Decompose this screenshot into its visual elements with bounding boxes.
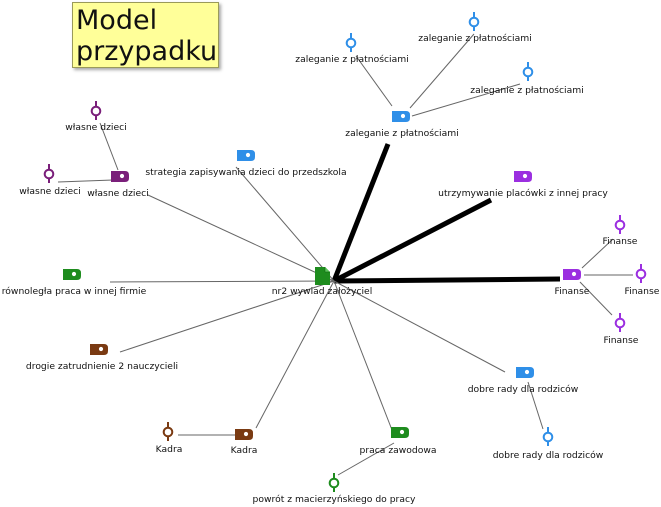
- code-label-kadra: Kadra: [231, 445, 258, 456]
- memo-pin-icon: [328, 477, 340, 489]
- link-drogie: [119, 280, 335, 353]
- link-finanse: [333, 276, 561, 284]
- memo-pin-icon: [162, 426, 174, 438]
- document-fold: [324, 267, 330, 273]
- memo-link-z2: [409, 33, 475, 109]
- memo-label-f1: Finanse: [603, 236, 638, 247]
- code-node-kadra[interactable]: [235, 429, 253, 440]
- link-zaleganie: [331, 143, 391, 282]
- code-tag-hole: [400, 113, 406, 119]
- edges-layer: [57, 33, 633, 476]
- code-label-rownolegla: równoległa praca w innej firmie: [2, 286, 147, 297]
- nodes-layer: nr2 wywiad założyciel zaleganie z płatnoś…: [2, 12, 660, 505]
- link-praca: [333, 280, 393, 431]
- code-node-rownolegla[interactable]: [63, 269, 81, 280]
- memo-node-f3[interactable]: [614, 313, 626, 332]
- memo-label-z3: zaleganie z płatnościami: [470, 85, 583, 96]
- code-label-wlasne: własne dzieci: [87, 188, 148, 199]
- memo-label-w1: własne dzieci: [65, 122, 126, 133]
- memo-pin-icon: [90, 105, 102, 117]
- memo-label-f3: Finanse: [604, 335, 639, 346]
- memo-pin-icon: [614, 219, 626, 231]
- code-tag-hole: [245, 152, 251, 158]
- memo-link-d1: [527, 381, 544, 430]
- memo-node-p1[interactable]: [328, 473, 340, 492]
- code-label-dobre: dobre rady dla rodziców: [468, 384, 579, 395]
- memo-node-f2[interactable]: [635, 264, 647, 283]
- link-wlasne: [147, 194, 335, 282]
- memo-pin-icon: [542, 431, 554, 443]
- diagram-title: Model przypadku: [72, 2, 219, 68]
- memo-label-d1: dobre rady dla rodziców: [493, 450, 604, 461]
- link-kadra: [255, 280, 335, 429]
- code-tag-hole: [119, 173, 125, 179]
- document-label: nr2 wywiad założyciel: [272, 286, 373, 297]
- title-line-1: Model: [76, 5, 158, 36]
- code-label-praca: praca zawodowa: [359, 445, 436, 456]
- code-label-finanse: Finanse: [555, 286, 590, 297]
- code-tag-hole: [522, 173, 528, 179]
- memo-link-p1: [337, 442, 395, 476]
- code-label-strategia: strategia zapisywania dzieci do przedszk…: [145, 167, 346, 178]
- document-icon: [315, 267, 330, 285]
- code-node-dobre[interactable]: [516, 367, 534, 378]
- memo-node-z3[interactable]: [522, 62, 534, 81]
- memo-node-d1[interactable]: [542, 427, 554, 446]
- code-node-drogie[interactable]: [90, 344, 108, 355]
- code-tag-hole: [71, 271, 77, 277]
- memo-label-k1: Kadra: [156, 444, 183, 455]
- memo-pin-icon: [468, 16, 480, 28]
- code-node-zaleganie[interactable]: [392, 111, 410, 122]
- memo-node-w2[interactable]: [43, 164, 55, 183]
- code-tag-hole: [243, 431, 249, 437]
- memo-node-f1[interactable]: [614, 215, 626, 234]
- memo-pin-icon: [522, 66, 534, 78]
- link-dobre: [333, 280, 506, 373]
- link-utrzymywanie: [332, 197, 493, 284]
- memo-pin-icon: [635, 268, 647, 280]
- memo-label-f2: Finanse: [625, 286, 660, 297]
- code-tag-hole: [571, 271, 577, 277]
- memo-node-k1[interactable]: [162, 422, 174, 441]
- code-node-finanse[interactable]: [563, 269, 581, 280]
- link-strategia: [235, 166, 335, 282]
- memo-label-p1: powrót z macierzyńskiego do pracy: [253, 494, 416, 505]
- code-tag-hole: [399, 429, 405, 435]
- memo-label-z2: zaleganie z płatnościami: [418, 33, 531, 44]
- memo-node-z1[interactable]: [345, 33, 357, 52]
- code-node-utrzymywanie[interactable]: [514, 171, 532, 182]
- code-node-strategia[interactable]: [237, 150, 255, 161]
- code-tag-hole: [98, 346, 104, 352]
- code-node-wlasne[interactable]: [111, 171, 129, 182]
- code-label-utrzymywanie: utrzymywanie placówki z innej pracy: [438, 188, 608, 199]
- memo-label-z1: zaleganie z płatnościami: [295, 54, 408, 65]
- memo-link-f3: [579, 281, 613, 316]
- memo-node-z2[interactable]: [468, 12, 480, 31]
- memo-link-w2: [57, 179, 114, 183]
- code-label-drogie: drogie zatrudnienie 2 nauczycieli: [26, 361, 178, 372]
- memo-pin-icon: [345, 37, 357, 49]
- memo-link-f1: [581, 238, 614, 269]
- code-tag-hole: [524, 369, 530, 375]
- memo-pin-icon: [614, 317, 626, 329]
- memo-link-z3: [411, 83, 521, 117]
- memo-pin-icon: [43, 168, 55, 180]
- code-node-praca[interactable]: [391, 427, 409, 438]
- memo-node-w1[interactable]: [90, 101, 102, 120]
- memo-label-w2: własne dzieci: [19, 186, 80, 197]
- code-label-zaleganie: zaleganie z płatnościami: [345, 128, 458, 139]
- document-node[interactable]: [315, 267, 330, 285]
- memo-link-w1: [99, 122, 119, 171]
- link-rownolegla: [109, 280, 335, 283]
- memo-link-z1: [355, 55, 393, 107]
- title-line-2: przypadku: [76, 36, 218, 67]
